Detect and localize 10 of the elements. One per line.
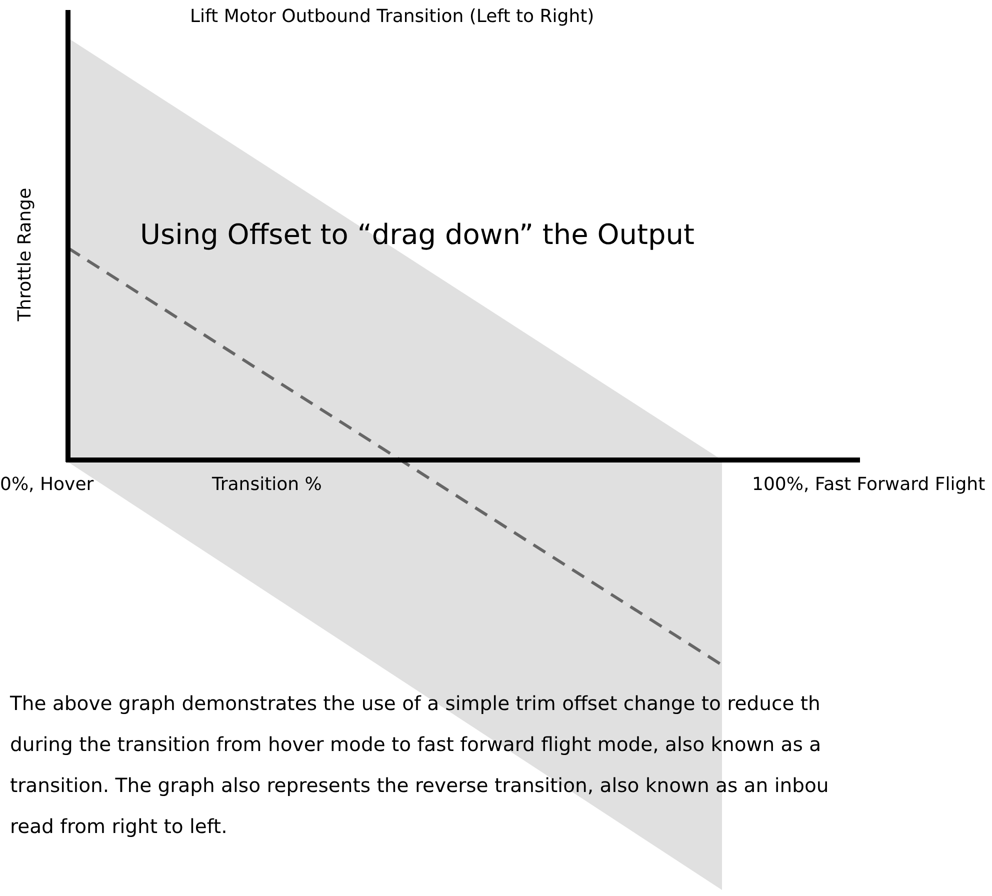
- chart-title: Lift Motor Outbound Transition (Left to Right): [190, 6, 594, 27]
- paragraph-line: The above graph demonstrates the use of a simple trim offset change to reduce th: [10, 692, 820, 715]
- paragraph-line: read from right to left.: [10, 815, 228, 838]
- chart-annotation: Using Offset to “drag down” the Output: [140, 218, 694, 251]
- axis-label: Throttle Range: [14, 186, 36, 324]
- axis-label: Transition %: [212, 474, 322, 495]
- paragraph-line: transition. The graph also represents the reverse transition, also known as an inbou: [10, 774, 829, 797]
- paragraph-line: during the transition from hover mode to fast forward flight mode, also known as a: [10, 733, 822, 756]
- axis-label: 100%, Fast Forward Flight: [752, 474, 986, 495]
- axis-label: 0%, Hover: [0, 474, 94, 495]
